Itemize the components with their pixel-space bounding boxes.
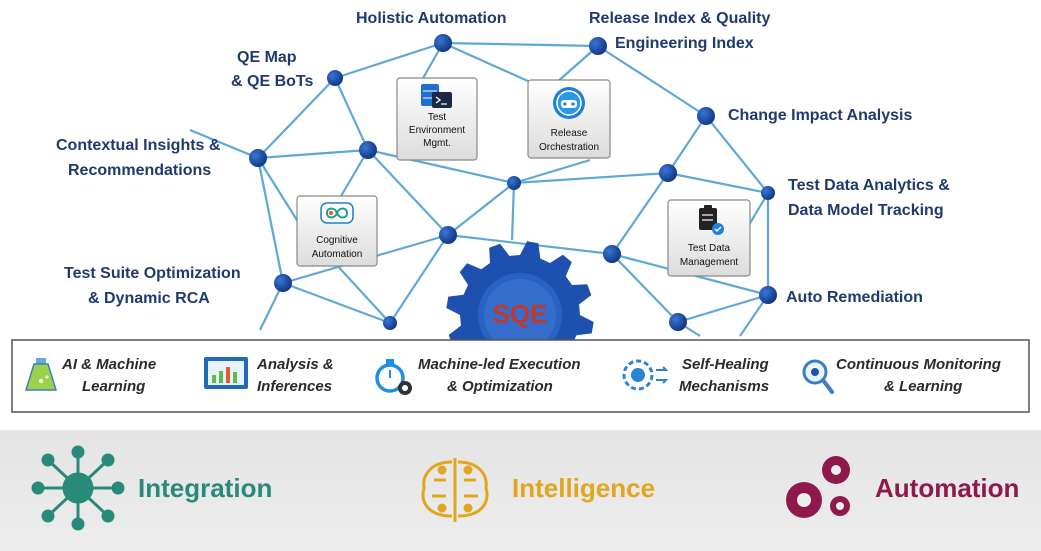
node-test-suite [274, 274, 292, 292]
box-test-data-management: Test Data Management [667, 199, 751, 277]
label-holistic-automation: Holistic Automation [356, 10, 507, 27]
test-env-line1: Test [428, 112, 447, 123]
box-cognitive-automation: Cognitive Automation [296, 195, 378, 267]
node-release-index [589, 37, 607, 55]
label-auto-remediation: Auto Remediation [786, 289, 923, 306]
label-contextual-2: Recommendations [68, 162, 211, 179]
pillar-automation-label: Automation [875, 473, 1019, 503]
sqe-label: SQE [493, 299, 548, 329]
server-terminal-icon [421, 84, 452, 108]
label-test-data-analytics-1: Test Data Analytics & [788, 177, 950, 194]
label-qe-map-2: & QE BoTs [231, 73, 313, 90]
clipboard-check-icon [699, 205, 724, 235]
cap-analysis-line2: Inferences [257, 378, 332, 395]
label-test-data-analytics-2: Data Model Tracking [788, 202, 944, 219]
label-test-suite-1: Test Suite Optimization [64, 265, 241, 282]
node-bottom-left [383, 316, 397, 330]
cap-self-healing-line1: Self-Healing [682, 356, 769, 373]
sqe-gear: SQE [446, 241, 594, 389]
pillar-integration-label: Integration [138, 473, 272, 503]
pillar-intelligence: Intelligence [421, 458, 655, 522]
test-env-line2: Environment [409, 125, 465, 136]
label-test-suite-2: & Dynamic RCA [88, 290, 210, 307]
capability-ai-ml: AI & Machine Learning [24, 356, 156, 395]
label-release-index-1: Release Index & Quality [589, 10, 771, 27]
capability-self-healing: Self-Healing Mechanisms [622, 356, 769, 395]
node-test-data-analytics [761, 186, 775, 200]
capability-band: AI & Machine Learning Analysis & Inferen… [11, 339, 1030, 413]
healing-gear-icon [622, 359, 669, 391]
node-bottom-right [669, 313, 687, 331]
node-center [507, 176, 521, 190]
cognitive-line2: Automation [312, 249, 363, 260]
network-nodes [249, 34, 777, 331]
label-qe-map-1: QE Map [237, 49, 297, 66]
cap-self-healing-line2: Mechanisms [679, 378, 769, 395]
test-data-mgmt-line1: Test Data [688, 243, 731, 254]
robot-icon [553, 87, 585, 119]
chart-monitor-icon [204, 357, 248, 389]
capability-continuous: Continuous Monitoring & Learning [802, 356, 1001, 395]
node-inner-right [659, 164, 677, 182]
network-hub-icon [31, 445, 125, 531]
node-inner-right-low [603, 245, 621, 263]
node-qe-map [327, 70, 343, 86]
box-test-env: Test Environment Mgmt. [396, 77, 478, 161]
flask-icon [24, 358, 58, 391]
test-env-line3: Mgmt. [423, 138, 451, 149]
test-data-mgmt-line2: Management [680, 257, 739, 268]
cap-continuous-line1: Continuous Monitoring [836, 356, 1001, 373]
node-contextual [249, 149, 267, 167]
label-contextual-1: Contextual Insights & [56, 137, 221, 154]
magnifier-eye-icon [802, 359, 834, 394]
cap-analysis-line1: Analysis & [256, 356, 334, 373]
gears-icon [786, 456, 850, 518]
node-change-impact [697, 107, 715, 125]
pillars-band: Integration Intelligence [0, 430, 1041, 551]
stopwatch-gear-icon [375, 359, 412, 395]
cap-continuous-line2: & Learning [884, 378, 962, 395]
cap-ai-line2: Learning [82, 378, 145, 395]
release-orch-line1: Release [551, 128, 588, 139]
capability-machine-led: Machine-led Execution & Optimization [375, 356, 581, 395]
node-inner-left [359, 141, 377, 159]
capability-analysis: Analysis & Inferences [204, 356, 334, 395]
brain-circuit-icon [421, 458, 489, 522]
cap-machine-line2: & Optimization [447, 378, 553, 395]
label-change-impact: Change Impact Analysis [728, 107, 912, 124]
cap-ai-line1: AI & Machine [61, 356, 156, 373]
cap-machine-line1: Machine-led Execution [418, 356, 581, 373]
label-release-index-2: Engineering Index [615, 35, 754, 52]
cognitive-line1: Cognitive [316, 235, 358, 246]
pillar-automation: Automation [786, 456, 1019, 518]
node-holistic [434, 34, 452, 52]
box-release-orchestration: Release Orchestration [527, 79, 611, 159]
node-inner-mid [439, 226, 457, 244]
pillar-integration: Integration [31, 445, 272, 531]
infinity-loop-icon [320, 202, 354, 224]
release-orch-line2: Orchestration [539, 142, 599, 153]
pillar-intelligence-label: Intelligence [512, 473, 655, 503]
node-auto-remediation [759, 286, 777, 304]
